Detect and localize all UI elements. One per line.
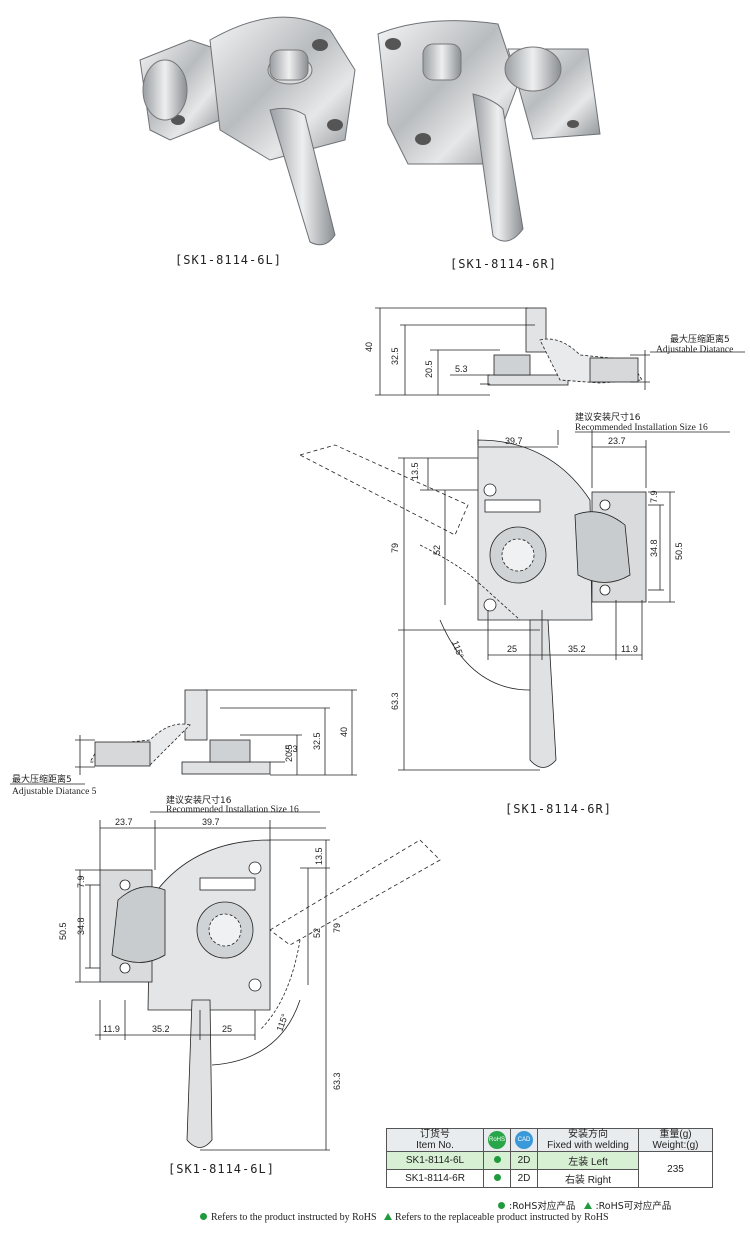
header-weight-en: Weight:(g): [652, 1140, 699, 1151]
svg-text:50.5: 50.5: [674, 542, 684, 560]
plan-view-right: [298, 430, 730, 771]
svg-text:最大压缩距离5: 最大压缩距离5: [670, 333, 730, 345]
svg-text:13.5: 13.5: [314, 847, 324, 865]
header-fix-cn: 安装方向: [568, 1129, 608, 1140]
header-item-cn: 订货号: [420, 1129, 450, 1140]
table-row: SK1-8114-6L 2D 左装 Left 235: [386, 1151, 713, 1188]
rohs-dot-icon: [493, 1174, 501, 1181]
legend-cn: :RoHS对应产品 :RoHS可对应产品: [498, 1198, 671, 1212]
legend-en: Refers to the product instructed by RoHS…: [200, 1212, 609, 1223]
rohs-icon: RoHS: [488, 1131, 506, 1149]
svg-text:Recommended Installation Size: Recommended Installation Size 16: [166, 805, 299, 815]
svg-text:23.7: 23.7: [115, 817, 133, 827]
weight-value: 235: [638, 1151, 713, 1188]
svg-text:115°: 115°: [450, 639, 466, 660]
svg-text:23.7: 23.7: [608, 436, 626, 446]
rohs-dot-icon: [498, 1202, 505, 1209]
svg-text:7.9: 7.9: [76, 875, 86, 888]
svg-text:34.8: 34.8: [649, 539, 659, 557]
svg-text:20.5: 20.5: [284, 744, 294, 762]
table-row: SK1-8114-6R 2D 右装 Right: [386, 1169, 713, 1188]
side-view-right: [375, 307, 745, 396]
rohs-dot-icon: [493, 1156, 501, 1163]
svg-text:40: 40: [339, 727, 349, 737]
rohs-triangle-icon: [584, 1202, 593, 1209]
photo-latch-right: [377, 20, 601, 242]
header-weight-cn: 重量(g): [659, 1129, 692, 1140]
svg-text:11.9: 11.9: [103, 1024, 120, 1034]
item-number: SK1-8114-6L: [386, 1151, 484, 1170]
drawing-left-caption: [SK1-8114-6L]: [168, 1162, 275, 1176]
svg-text:35.2: 35.2: [152, 1024, 170, 1034]
plan-view-left: [75, 811, 441, 1151]
photo-latch-left: [139, 16, 356, 246]
svg-text:25: 25: [507, 644, 517, 654]
svg-text:50.5: 50.5: [58, 922, 68, 940]
svg-text:39.7: 39.7: [202, 817, 220, 827]
svg-text:5.3: 5.3: [285, 744, 298, 754]
svg-text:115°: 115°: [274, 1012, 290, 1033]
svg-text:Adjustable Diatance 5: Adjustable Diatance 5: [12, 787, 97, 797]
item-number: SK1-8114-6R: [386, 1169, 484, 1188]
rohs-triangle-icon: [384, 1213, 393, 1220]
svg-text:11.9: 11.9: [621, 644, 638, 654]
photo-right-caption: [SK1-8114-6R]: [450, 257, 557, 271]
svg-text:52: 52: [312, 928, 322, 938]
fix-direction: 右装 Right: [537, 1169, 639, 1188]
legend-rohs-alt-cn: :RoHS可对应产品: [595, 1201, 672, 1212]
side-view-left: [10, 689, 357, 785]
svg-text:Adjustable Diatance: Adjustable Diatance: [656, 345, 733, 355]
svg-text:79: 79: [390, 543, 400, 553]
header-item-en: Item No.: [416, 1140, 454, 1151]
svg-text:20.5: 20.5: [424, 360, 434, 378]
svg-text:5.3: 5.3: [455, 364, 468, 374]
svg-text:34.8: 34.8: [76, 917, 86, 935]
svg-text:建议安装尺寸16: 建议安装尺寸16: [575, 411, 641, 423]
cad-type: 2D: [510, 1169, 538, 1188]
svg-text:25: 25: [222, 1024, 232, 1034]
svg-text:39.7: 39.7: [505, 436, 523, 446]
drawing-right-caption: [SK1-8114-6R]: [505, 802, 612, 816]
svg-text:79: 79: [332, 923, 342, 933]
legend-rohs-cn: :RoHS对应产品: [509, 1201, 576, 1212]
cad-icon: CAD: [515, 1131, 533, 1149]
svg-text:32.5: 32.5: [312, 732, 322, 750]
svg-text:40: 40: [364, 342, 374, 352]
svg-text:Recommended Installation Size: Recommended Installation Size 16: [575, 423, 708, 433]
header-fix-en: Fixed with welding: [547, 1140, 629, 1151]
photo-left-caption: [SK1-8114-6L]: [175, 253, 282, 267]
svg-text:52: 52: [432, 545, 442, 555]
svg-text:建议安装尺寸16: 建议安装尺寸16: [166, 794, 232, 806]
legend-rohs-alt-en: Refers to the replaceable product instru…: [395, 1212, 609, 1223]
svg-text:7.9: 7.9: [649, 490, 659, 503]
cad-type: 2D: [510, 1151, 538, 1170]
svg-text:63.3: 63.3: [390, 692, 400, 710]
svg-text:32.5: 32.5: [390, 347, 400, 365]
rohs-dot-icon: [200, 1213, 207, 1220]
svg-text:63.3: 63.3: [332, 1072, 342, 1090]
svg-text:13.5: 13.5: [410, 462, 420, 480]
fix-direction: 左装 Left: [537, 1151, 639, 1170]
svg-text:35.2: 35.2: [568, 644, 586, 654]
svg-text:最大压缩距离5: 最大压缩距离5: [12, 773, 72, 785]
legend-rohs-en: Refers to the product instructed by RoHS: [211, 1212, 377, 1223]
